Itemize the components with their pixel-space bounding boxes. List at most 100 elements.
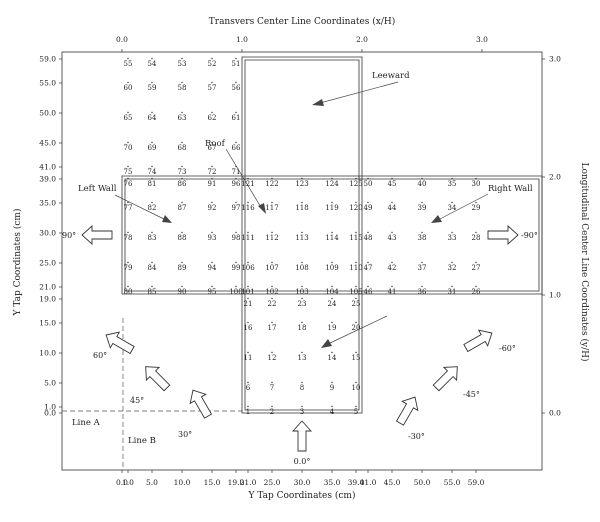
bottom-tick-label: 5.0	[146, 478, 158, 487]
tap-number: 113	[295, 234, 308, 242]
annotation-windward-arrow	[321, 315, 388, 348]
wind-arrow	[291, 420, 313, 452]
tap-number: 47	[364, 264, 373, 272]
tap-point	[391, 177, 393, 180]
tap-point	[271, 321, 273, 324]
tap-point	[331, 297, 333, 300]
bottom-tick-label: 25.0	[264, 478, 281, 487]
tap-point	[247, 381, 249, 384]
tap-number: 96	[232, 180, 241, 188]
bottom-tick-label: 45.0	[384, 478, 401, 487]
tap-point	[127, 201, 129, 204]
tap-point	[127, 165, 129, 168]
tap-number: 42	[388, 264, 397, 272]
tap-point	[421, 231, 423, 234]
tap-point	[367, 201, 369, 204]
tap-point	[331, 381, 333, 384]
windward-leader	[327, 315, 388, 345]
tap-point	[355, 285, 357, 288]
tap-number: 87	[178, 204, 187, 212]
tap-number: 115	[349, 234, 362, 242]
tap-point	[355, 177, 357, 180]
tap-point	[331, 405, 333, 408]
tap-point	[211, 201, 213, 204]
tap-point	[247, 231, 249, 234]
left-tick-label: 45.0	[39, 139, 56, 148]
tap-point	[367, 231, 369, 234]
wind-angle-label: 45°	[130, 396, 144, 405]
tap-number: 66	[232, 144, 241, 152]
tap-point	[475, 177, 477, 180]
tap-point	[451, 285, 453, 288]
tap-point	[127, 111, 129, 114]
roof-leader	[225, 148, 263, 210]
right-wall-leader	[437, 193, 489, 221]
right-tick-label: 2.0	[549, 173, 561, 182]
tap-point	[211, 177, 213, 180]
tap-point	[271, 177, 273, 180]
tap-number: 4	[330, 408, 335, 416]
windward-arrowhead	[321, 339, 332, 348]
tap-number: 124	[325, 180, 339, 188]
tap-number: 82	[148, 204, 157, 212]
tap-point	[181, 111, 183, 114]
tap-number: 91	[208, 180, 217, 188]
tap-point	[247, 285, 249, 288]
tap-number: 67	[208, 144, 217, 152]
tap-number: 119	[325, 204, 338, 212]
tap-number: 5	[354, 408, 358, 416]
tap-point	[301, 177, 303, 180]
tap-point	[181, 81, 183, 84]
tap-point	[421, 201, 423, 204]
tap-number: 54	[148, 60, 157, 68]
wind-angle-label: -30°	[408, 432, 425, 441]
right-wall-label: Right Wall	[488, 184, 533, 194]
tap-number: 18	[298, 324, 307, 332]
tap-number: 112	[265, 234, 278, 242]
bottom-tick-label: 39.0	[348, 478, 365, 487]
tap-number: 24	[328, 300, 337, 308]
wind-arrow	[145, 366, 171, 392]
wind-angle-label: 90°	[62, 231, 76, 240]
leeward-arrowhead	[312, 99, 324, 106]
tap-point	[127, 141, 129, 144]
tap-number: 84	[148, 264, 157, 272]
tap-point	[421, 177, 423, 180]
tap-point	[355, 321, 357, 324]
tap-point	[475, 201, 477, 204]
tap-number: 104	[325, 288, 339, 296]
tap-number: 11	[244, 354, 253, 362]
left-wall-label: Left Wall	[78, 184, 117, 194]
tap-number: 74	[148, 168, 157, 176]
tap-point	[301, 321, 303, 324]
tap-number: 90	[178, 288, 187, 296]
wind-angle-label: 30°	[178, 430, 192, 439]
tap-point	[127, 57, 129, 60]
wind-angle-label: -60°	[499, 344, 516, 353]
tap-point	[355, 405, 357, 408]
tap-number: 21	[244, 300, 253, 308]
tap-number: 20	[352, 324, 361, 332]
tap-number: 79	[124, 264, 133, 272]
tap-number: 49	[364, 204, 373, 212]
tap-number: 57	[208, 84, 217, 92]
tap-number: 46	[364, 288, 373, 296]
tap-number: 50	[364, 180, 373, 188]
tap-point	[421, 261, 423, 264]
tap-number: 85	[148, 288, 157, 296]
left-tick-label: 15.0	[39, 319, 56, 328]
left-tick-label: 35.0	[39, 199, 56, 208]
bottom-axis-title: Y Tap Coordinates (cm)	[248, 490, 356, 501]
tap-point	[181, 201, 183, 204]
tap-number: 81	[148, 180, 157, 188]
tap-point	[211, 81, 213, 84]
tap-point	[301, 297, 303, 300]
tap-number: 51	[232, 60, 241, 68]
tap-number: 94	[208, 264, 217, 272]
tap-point	[271, 351, 273, 354]
tap-point	[235, 285, 237, 288]
tap-point	[451, 231, 453, 234]
